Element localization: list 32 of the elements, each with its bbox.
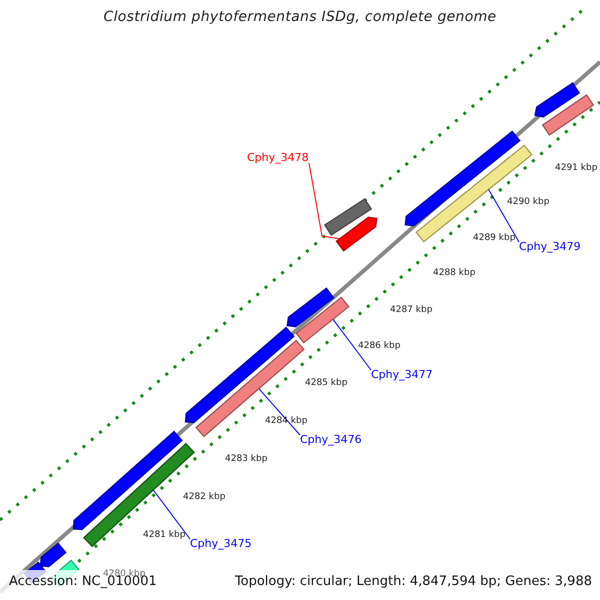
pointed-gene-bar — [286, 287, 334, 328]
scale-label: 4281 kbp — [143, 530, 186, 540]
gene-bar — [324, 198, 372, 236]
scale-label: 4283 kbp — [225, 454, 268, 464]
scale-label: 4290 kbp — [507, 197, 550, 207]
gene-label: Cphy_3475 — [190, 537, 252, 550]
gene-label: Cphy_3478 — [247, 151, 309, 164]
footer-text: Topology: circular; Length: 4,847,594 bp; Genes: 3,988 — [234, 574, 592, 589]
gene-label: Cphy_3476 — [300, 433, 362, 446]
scale-label: 4287 kbp — [390, 305, 432, 315]
scale-label: 4291 kbp — [555, 163, 598, 173]
gene-bar — [542, 94, 594, 136]
gene-label: Cphy_3477 — [371, 368, 433, 381]
title: Clostridium phytofermentans ISDg, complete genome — [102, 9, 498, 25]
scale-label: 4289 kbp — [473, 233, 516, 243]
leader-line — [308, 162, 340, 240]
leader-line — [488, 189, 520, 242]
pointed-gene-bar — [336, 216, 378, 252]
scale-label: 4286 kbp — [358, 341, 400, 351]
scale-label: 4282 kbp — [183, 492, 226, 502]
gene-bar — [295, 296, 350, 344]
scale-label: 4284 kbp — [265, 416, 308, 426]
pointed-gene-bar — [534, 82, 580, 118]
gene-label: Cphy_3479 — [519, 240, 581, 253]
gene-bar — [415, 144, 533, 243]
leader-line — [258, 388, 300, 436]
pointed-gene-bar — [40, 542, 67, 568]
scale-label: 4285 kbp — [305, 378, 348, 388]
leader-line — [152, 490, 190, 540]
pointed-gene-bar — [72, 430, 183, 530]
leader-line — [332, 318, 372, 370]
scale-label: 4288 kbp — [433, 268, 476, 278]
